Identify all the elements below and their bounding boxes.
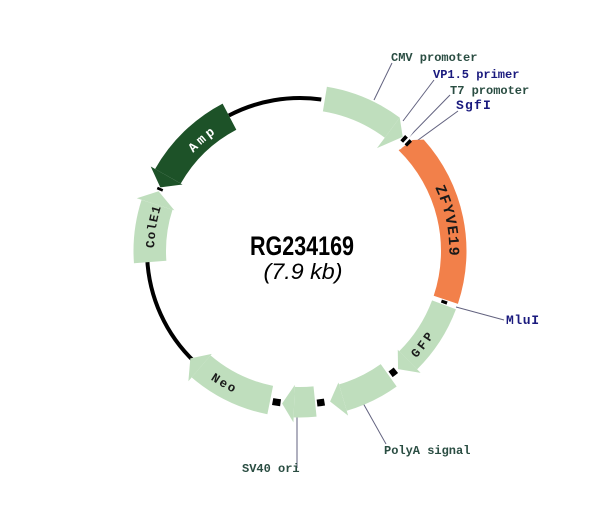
svg-text:VP1.5 primer: VP1.5 primer — [433, 68, 519, 82]
svg-text:MluI: MluI — [506, 313, 540, 328]
svg-text:PolyA signal: PolyA signal — [384, 444, 470, 458]
svg-text:SV40 ori: SV40 ori — [242, 462, 300, 476]
svg-text:T7 promoter: T7 promoter — [450, 84, 529, 98]
svg-text:CMV promoter: CMV promoter — [391, 51, 477, 65]
svg-text:SgfI: SgfI — [456, 98, 492, 113]
svg-text:RG234169: RG234169 — [250, 231, 354, 261]
svg-text:(7.9 kb): (7.9 kb) — [264, 259, 343, 284]
